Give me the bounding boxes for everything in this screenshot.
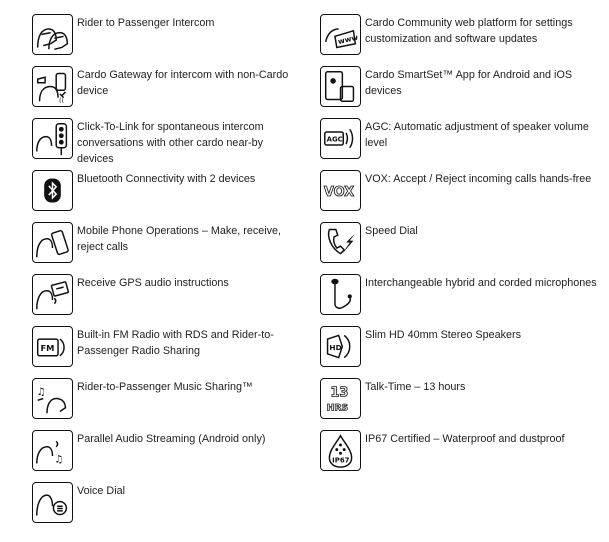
feature-item: VOX VOX: Accept / Reject incoming calls …: [320, 169, 602, 221]
vox-label: VOX: [324, 185, 354, 200]
talk-time-unit: HRS: [327, 403, 349, 414]
feature-item: AGC AGC: Automatic adjustment of speaker…: [320, 117, 602, 169]
feature-text: Bluetooth Connectivity with 2 devices: [77, 173, 256, 185]
feature-item: Voice Dial: [32, 481, 302, 533]
feature-text: Receive GPS audio instructions: [77, 277, 229, 289]
feature-item: ♫ Parallel Audio Streaming (Android only…: [32, 429, 302, 481]
music-sharing-icon: ♫: [32, 378, 73, 419]
feature-item: Speed Dial: [320, 221, 602, 273]
feature-item: Bluetooth Connectivity with 2 devices: [32, 169, 302, 221]
feature-text: VOX: Accept / Reject incoming calls hand…: [365, 173, 592, 185]
feature-text: Talk-Time – 13 hours: [365, 381, 466, 393]
feature-text: AGC: Automatic adjustment of speaker vol…: [365, 121, 589, 149]
feature-item: Cardo SmartSet™ App for Android and iOS …: [320, 65, 602, 117]
right-feature-column: www Cardo Community web platform for set…: [320, 0, 602, 471]
gateway-icon: ((: [32, 66, 73, 107]
speed-dial-icon: [320, 222, 361, 263]
smartset-app-icon: [320, 66, 361, 107]
feature-text: Cardo Community web platform for setting…: [365, 17, 573, 45]
feature-text: Click-To-Link for spontaneous intercom c…: [77, 121, 264, 165]
agc-label: AGC: [327, 136, 343, 144]
hd-speaker-icon: HD: [320, 326, 361, 367]
feature-item: Interchangeable hybrid and corded microp…: [320, 273, 602, 325]
parallel-audio-icon: ♫: [32, 430, 73, 471]
feature-text: Cardo SmartSet™ App for Android and iOS …: [365, 69, 573, 97]
feature-item: HD Slim HD 40mm Stereo Speakers: [320, 325, 602, 377]
feature-text: Built-in FM Radio with RDS and Rider-to-…: [77, 329, 274, 357]
feature-text: Interchangeable hybrid and corded microp…: [365, 277, 597, 289]
traffic-light-icon: [32, 118, 73, 159]
ip67-label: IP67: [332, 457, 349, 465]
vox-icon: VOX: [320, 170, 361, 211]
left-feature-column: Rider to Passenger Intercom (( Cardo Gat…: [32, 0, 302, 523]
talk-time-number: 13: [330, 386, 348, 401]
ip67-icon: IP67: [320, 430, 361, 471]
feature-item: IP67 IP67 Certified – Waterproof and dus…: [320, 429, 602, 481]
feature-item: (( Cardo Gateway for intercom with non-C…: [32, 65, 302, 117]
voice-dial-icon: [32, 482, 73, 523]
feature-text: Mobile Phone Operations – Make, receive,…: [77, 225, 282, 253]
svg-text:♫: ♫: [54, 455, 63, 466]
two-riders-icon: [32, 14, 73, 55]
feature-item: www Cardo Community web platform for set…: [320, 13, 602, 65]
feature-item: 13 HRS Talk-Time – 13 hours: [320, 377, 602, 429]
feature-text: Rider-to-Passenger Music Sharing™: [77, 381, 253, 393]
microphone-icon: [320, 274, 361, 315]
gps-icon: [32, 274, 73, 315]
feature-item: FM Built-in FM Radio with RDS and Rider-…: [32, 325, 302, 377]
feature-text: Rider to Passenger Intercom: [77, 17, 215, 29]
feature-item: Click-To-Link for spontaneous intercom c…: [32, 117, 302, 169]
feature-text: Slim HD 40mm Stereo Speakers: [365, 329, 522, 341]
fm-label: FM: [40, 343, 54, 353]
feature-item: Rider to Passenger Intercom: [32, 13, 302, 65]
www-icon: www: [320, 14, 361, 55]
feature-text: Voice Dial: [77, 485, 126, 497]
bluetooth-icon: [32, 170, 73, 211]
feature-item: ♫ Rider-to-Passenger Music Sharing™: [32, 377, 302, 429]
feature-item: Mobile Phone Operations – Make, receive,…: [32, 221, 302, 273]
feature-text: Parallel Audio Streaming (Android only): [77, 433, 266, 445]
feature-text: IP67 Certified – Waterproof and dustproo…: [365, 433, 565, 445]
hd-label: HD: [329, 343, 341, 352]
feature-item: Receive GPS audio instructions: [32, 273, 302, 325]
feature-text: Cardo Gateway for intercom with non-Card…: [77, 69, 289, 97]
mobile-phone-icon: [32, 222, 73, 263]
feature-text: Speed Dial: [365, 225, 418, 237]
svg-text:♫: ♫: [37, 387, 46, 398]
fm-radio-icon: FM: [32, 326, 73, 367]
svg-text:((: ((: [59, 96, 64, 104]
agc-icon: AGC: [320, 118, 361, 159]
talk-time-icon: 13 HRS: [320, 378, 361, 419]
